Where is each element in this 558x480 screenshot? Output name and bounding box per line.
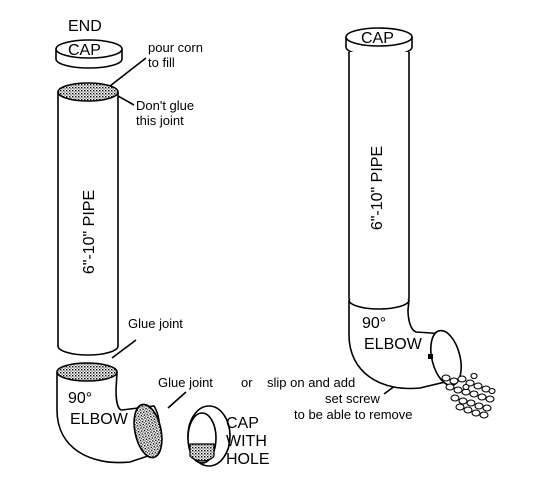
left-elbow-label: ELBOW <box>70 411 129 428</box>
right-pipe: 6"-10" PIPE <box>348 52 410 308</box>
dont-glue-note: Don't glue this joint <box>136 98 198 128</box>
right-elbow-angle: 90° <box>362 315 386 332</box>
cap-with-hole-label: CAP WITH HOLE <box>226 415 271 468</box>
left-top-cap: CAP <box>55 39 123 69</box>
left-assembly: END CAP pour corn to fill Don't glue thi… <box>55 18 271 468</box>
right-assembly: CAP 6"-10" PIPE 90° ELBOW <box>345 27 496 419</box>
left-elbow: 90° ELBOW <box>56 362 163 464</box>
cap-with-hole: CAP WITH HOLE <box>187 405 271 468</box>
glue-joint-side-label: Glue joint <box>158 375 213 390</box>
set-screw <box>428 354 433 359</box>
right-pipe-label: 6"-10" PIPE <box>369 146 386 230</box>
right-elbow: 90° ELBOW <box>348 299 462 390</box>
right-cap-label: CAP <box>361 30 394 47</box>
left-cap-label: CAP <box>68 42 101 59</box>
right-elbow-label: ELBOW <box>364 336 423 353</box>
dont-glue-leader <box>117 95 135 106</box>
end-label: END <box>68 18 102 35</box>
left-pipe-label: 6"-10" PIPE <box>81 190 98 274</box>
pour-corn-note: pour corn to fill <box>148 40 207 70</box>
pour-corn-leader <box>109 57 147 87</box>
right-top-cap: CAP <box>345 27 413 57</box>
left-elbow-angle: 90° <box>68 390 92 407</box>
glue-joint-side-leader <box>167 391 187 409</box>
glue-joint-top-label: Glue joint <box>128 316 183 331</box>
glue-joint-top-leader <box>111 339 137 359</box>
corn-kernels <box>441 372 496 419</box>
cap-hole <box>189 443 215 462</box>
left-pipe: 6"-10" PIPE <box>57 82 119 356</box>
slip-on-note: slip on and add set screw to be able to … <box>267 375 413 422</box>
or-text: or <box>241 375 253 390</box>
